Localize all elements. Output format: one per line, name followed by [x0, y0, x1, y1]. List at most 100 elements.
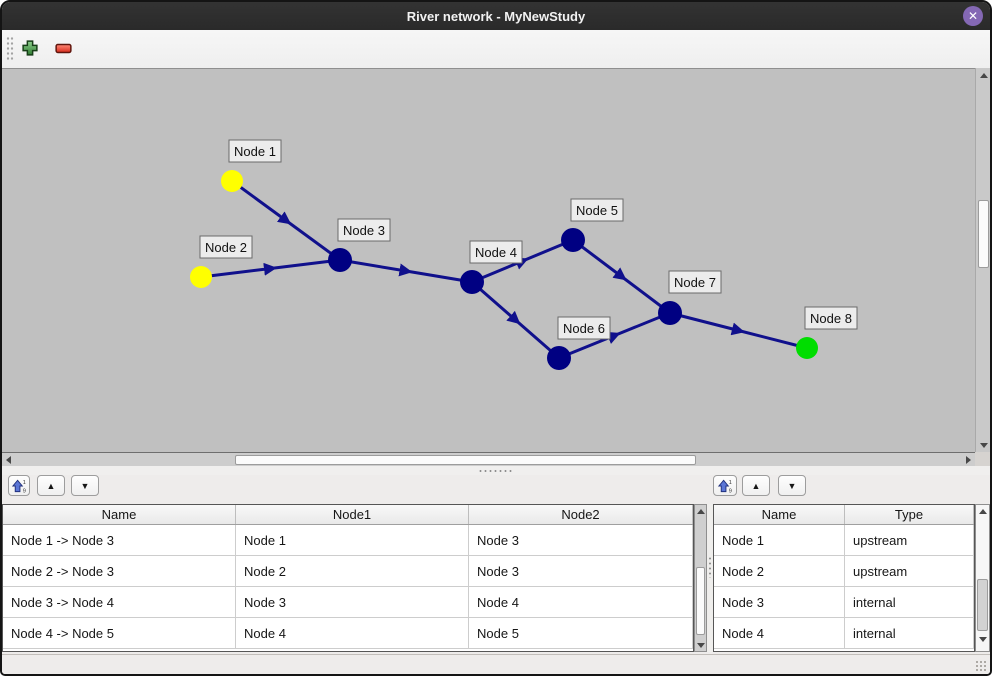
network-edge[interactable]	[339, 258, 473, 284]
column-header[interactable]: Node2	[469, 505, 693, 524]
canvas-horizontal-scrollbar[interactable]	[2, 452, 975, 466]
close-icon: ✕	[967, 9, 979, 23]
network-edge[interactable]	[471, 280, 560, 360]
network-node[interactable]	[221, 170, 243, 192]
svg-text:1: 1	[729, 480, 732, 486]
tables-splitter[interactable]	[707, 504, 713, 652]
scrollbar-thumb[interactable]	[978, 200, 989, 268]
scrollbar-thumb[interactable]	[977, 579, 988, 631]
scroll-right-arrow[interactable]	[962, 454, 975, 466]
move-node-up-button[interactable]: ▲	[742, 475, 770, 496]
network-edge[interactable]	[200, 258, 341, 279]
down-arrow-icon: ▼	[80, 480, 90, 491]
node-label[interactable]: Node 7	[668, 270, 722, 294]
close-button[interactable]: ✕	[963, 6, 983, 26]
node-label[interactable]: Node 1	[228, 139, 282, 163]
scroll-up-arrow[interactable]	[977, 69, 990, 81]
canvas-vertical-scrollbar[interactable]	[975, 68, 990, 452]
network-node[interactable]	[547, 346, 571, 370]
table-cell: Node 4	[236, 618, 469, 648]
add-node-button[interactable]	[17, 35, 43, 61]
scroll-down-arrow[interactable]	[694, 639, 707, 651]
river-network-diagram: Node 1 Node 2 Node 3 Node 4 Node 5 Node 6 Node…	[190, 139, 858, 370]
node-label-box	[804, 306, 858, 330]
network-node[interactable]	[561, 228, 585, 252]
node-label[interactable]: Node 5	[570, 198, 624, 222]
splitter-grip-icon	[478, 469, 514, 473]
scroll-down-arrow[interactable]	[976, 633, 989, 645]
table-cell: upstream	[845, 525, 974, 555]
network-node[interactable]	[796, 337, 818, 359]
node-label[interactable]: Node 6	[557, 316, 611, 340]
network-node[interactable]	[658, 301, 682, 325]
node-label-box	[557, 316, 611, 340]
node-label-box	[469, 240, 523, 264]
network-edge[interactable]	[669, 311, 808, 350]
scroll-up-arrow[interactable]	[694, 505, 707, 517]
network-edge[interactable]	[558, 311, 671, 360]
sort-nodes-button[interactable]: 1 9	[713, 475, 737, 496]
nodes-table-scrollbar[interactable]	[975, 504, 990, 652]
network-edge[interactable]	[231, 179, 341, 262]
svg-text:9: 9	[23, 488, 26, 493]
table-cell: upstream	[845, 556, 974, 586]
node-label-text: Node 6	[563, 321, 605, 336]
node-label-box	[199, 235, 253, 259]
column-header[interactable]: Type	[845, 505, 974, 524]
scrollbar-thumb[interactable]	[235, 455, 696, 465]
table-cell: internal	[845, 587, 974, 617]
table-cell: Node 5	[469, 618, 693, 648]
node-label-text: Node 8	[810, 311, 852, 326]
move-link-up-button[interactable]: ▲	[37, 475, 65, 496]
scroll-up-arrow[interactable]	[976, 505, 989, 517]
move-link-down-button[interactable]: ▼	[71, 475, 99, 496]
node-label-box	[570, 198, 624, 222]
node-label-text: Node 1	[234, 144, 276, 159]
scroll-left-arrow[interactable]	[2, 454, 15, 466]
scrollbar-thumb[interactable]	[696, 567, 705, 635]
remove-node-button[interactable]	[50, 35, 76, 61]
sort-links-button[interactable]: 1 9	[8, 475, 30, 496]
network-node[interactable]	[328, 248, 352, 272]
node-label[interactable]: Node 4	[469, 240, 523, 264]
column-header[interactable]: Name	[3, 505, 236, 524]
column-header[interactable]: Node1	[236, 505, 469, 524]
window-title: River network - MyNewStudy	[406, 8, 586, 24]
toolbar-drag-handle[interactable]	[6, 36, 14, 62]
scroll-down-arrow[interactable]	[977, 439, 990, 451]
links-table-scrollbar[interactable]	[694, 504, 707, 652]
scrollbar-corner	[975, 452, 990, 466]
node-label[interactable]: Node 3	[337, 218, 391, 242]
table-cell: Node 4	[714, 618, 845, 648]
node-label[interactable]: Node 8	[804, 306, 858, 330]
node-label-text: Node 4	[475, 245, 517, 260]
node-label[interactable]: Node 2	[199, 235, 253, 259]
network-canvas[interactable]: Node 1 Node 2 Node 3 Node 4 Node 5 Node 6 Node…	[2, 68, 975, 452]
table-cell: Node 4	[469, 587, 693, 617]
node-label-text: Node 3	[343, 223, 385, 238]
column-header[interactable]: Name	[714, 505, 845, 524]
network-node[interactable]	[460, 270, 484, 294]
canvas-table-splitter[interactable]	[2, 466, 990, 475]
resize-grip[interactable]	[975, 660, 988, 673]
network-edge[interactable]	[572, 238, 671, 315]
table-cell: Node 3	[469, 556, 693, 586]
title-bar[interactable]: River network - MyNewStudy ✕	[2, 2, 990, 31]
node-label-text: Node 2	[205, 240, 247, 255]
move-node-down-button[interactable]: ▼	[778, 475, 806, 496]
node-label-box	[228, 139, 282, 163]
network-node[interactable]	[190, 266, 212, 288]
